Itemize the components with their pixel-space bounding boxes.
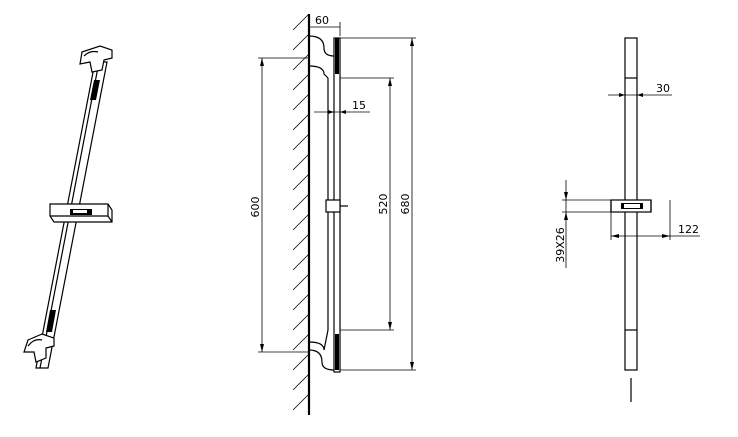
dim-bar-diameter: 15 [352,99,366,112]
front-view: 30 122 39X26 [554,37,700,402]
wall-hatching [292,13,310,411]
dim-sliding-range: 520 [377,194,390,215]
side-view: 60 15 600 520 680 [249,13,416,415]
dim-total-height: 680 [399,194,412,215]
dim-holder-size: 39X26 [554,227,567,263]
dim-wall-offset: 60 [315,14,329,27]
dim-front-offset: 30 [656,82,670,95]
dim-holder-projection: 122 [678,223,699,236]
dim-bracket-spacing: 600 [249,197,262,218]
isometric-view [23,45,113,369]
